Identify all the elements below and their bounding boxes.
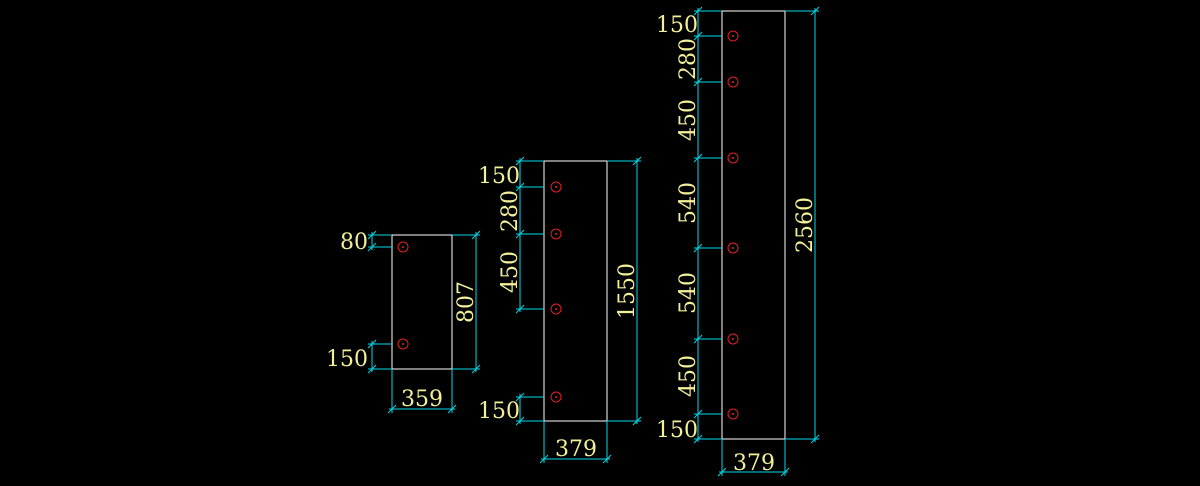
mounting-hole [727,152,739,164]
mounting-hole [727,408,739,420]
width-dimension-line [717,439,790,477]
segment-label: 540 [676,272,701,314]
segment-dimension-line [693,6,722,444]
panel-width-label: 379 [555,437,597,462]
width-dimension-line [387,369,457,414]
panel-medium-outline [543,160,608,422]
mounting-hole [727,242,739,254]
mounting-hole [550,181,562,193]
width-dimension-line [539,421,612,464]
panel-width-label: 359 [401,387,443,412]
segment-label: 150 [656,13,698,38]
panel-large: 2560 150 280 450 540 540 450 150 [656,6,820,477]
mounting-hole [550,303,562,315]
mounting-hole [727,30,739,42]
mounting-hole [727,76,739,88]
segment-label: 150 [478,164,520,189]
segment-label: 450 [676,99,701,141]
panel-height-label: 807 [454,281,479,323]
segment-label: 450 [498,251,523,293]
segment-dimension-line [515,156,544,426]
mounting-hole [550,391,562,403]
segment-dimension-line [367,230,392,374]
panel-height-label: 1550 [615,263,640,319]
panel-large-outline [721,10,786,440]
mounting-hole [550,228,562,240]
panel-height-label: 2560 [793,197,818,253]
segment-label: 450 [676,355,701,397]
mounting-hole [397,241,409,253]
mounting-hole [397,338,409,350]
panel-small-outline [391,234,453,370]
segment-label: 280 [676,38,701,80]
height-dimension-line [452,230,481,374]
segment-label: 80 [340,230,368,255]
segment-label: 150 [326,347,368,372]
height-dimension-line [607,156,642,426]
panel-width-label: 379 [733,451,775,476]
mounting-hole [727,333,739,345]
panel-medium: 1550 150 280 450 150 [478,156,642,464]
height-dimension-line [785,6,820,444]
panel-small: 807 80 150 359 [326,230,481,414]
segment-label: 280 [498,190,523,232]
segment-label: 150 [656,418,698,443]
segment-label: 540 [676,182,701,224]
segment-label: 150 [478,399,520,424]
